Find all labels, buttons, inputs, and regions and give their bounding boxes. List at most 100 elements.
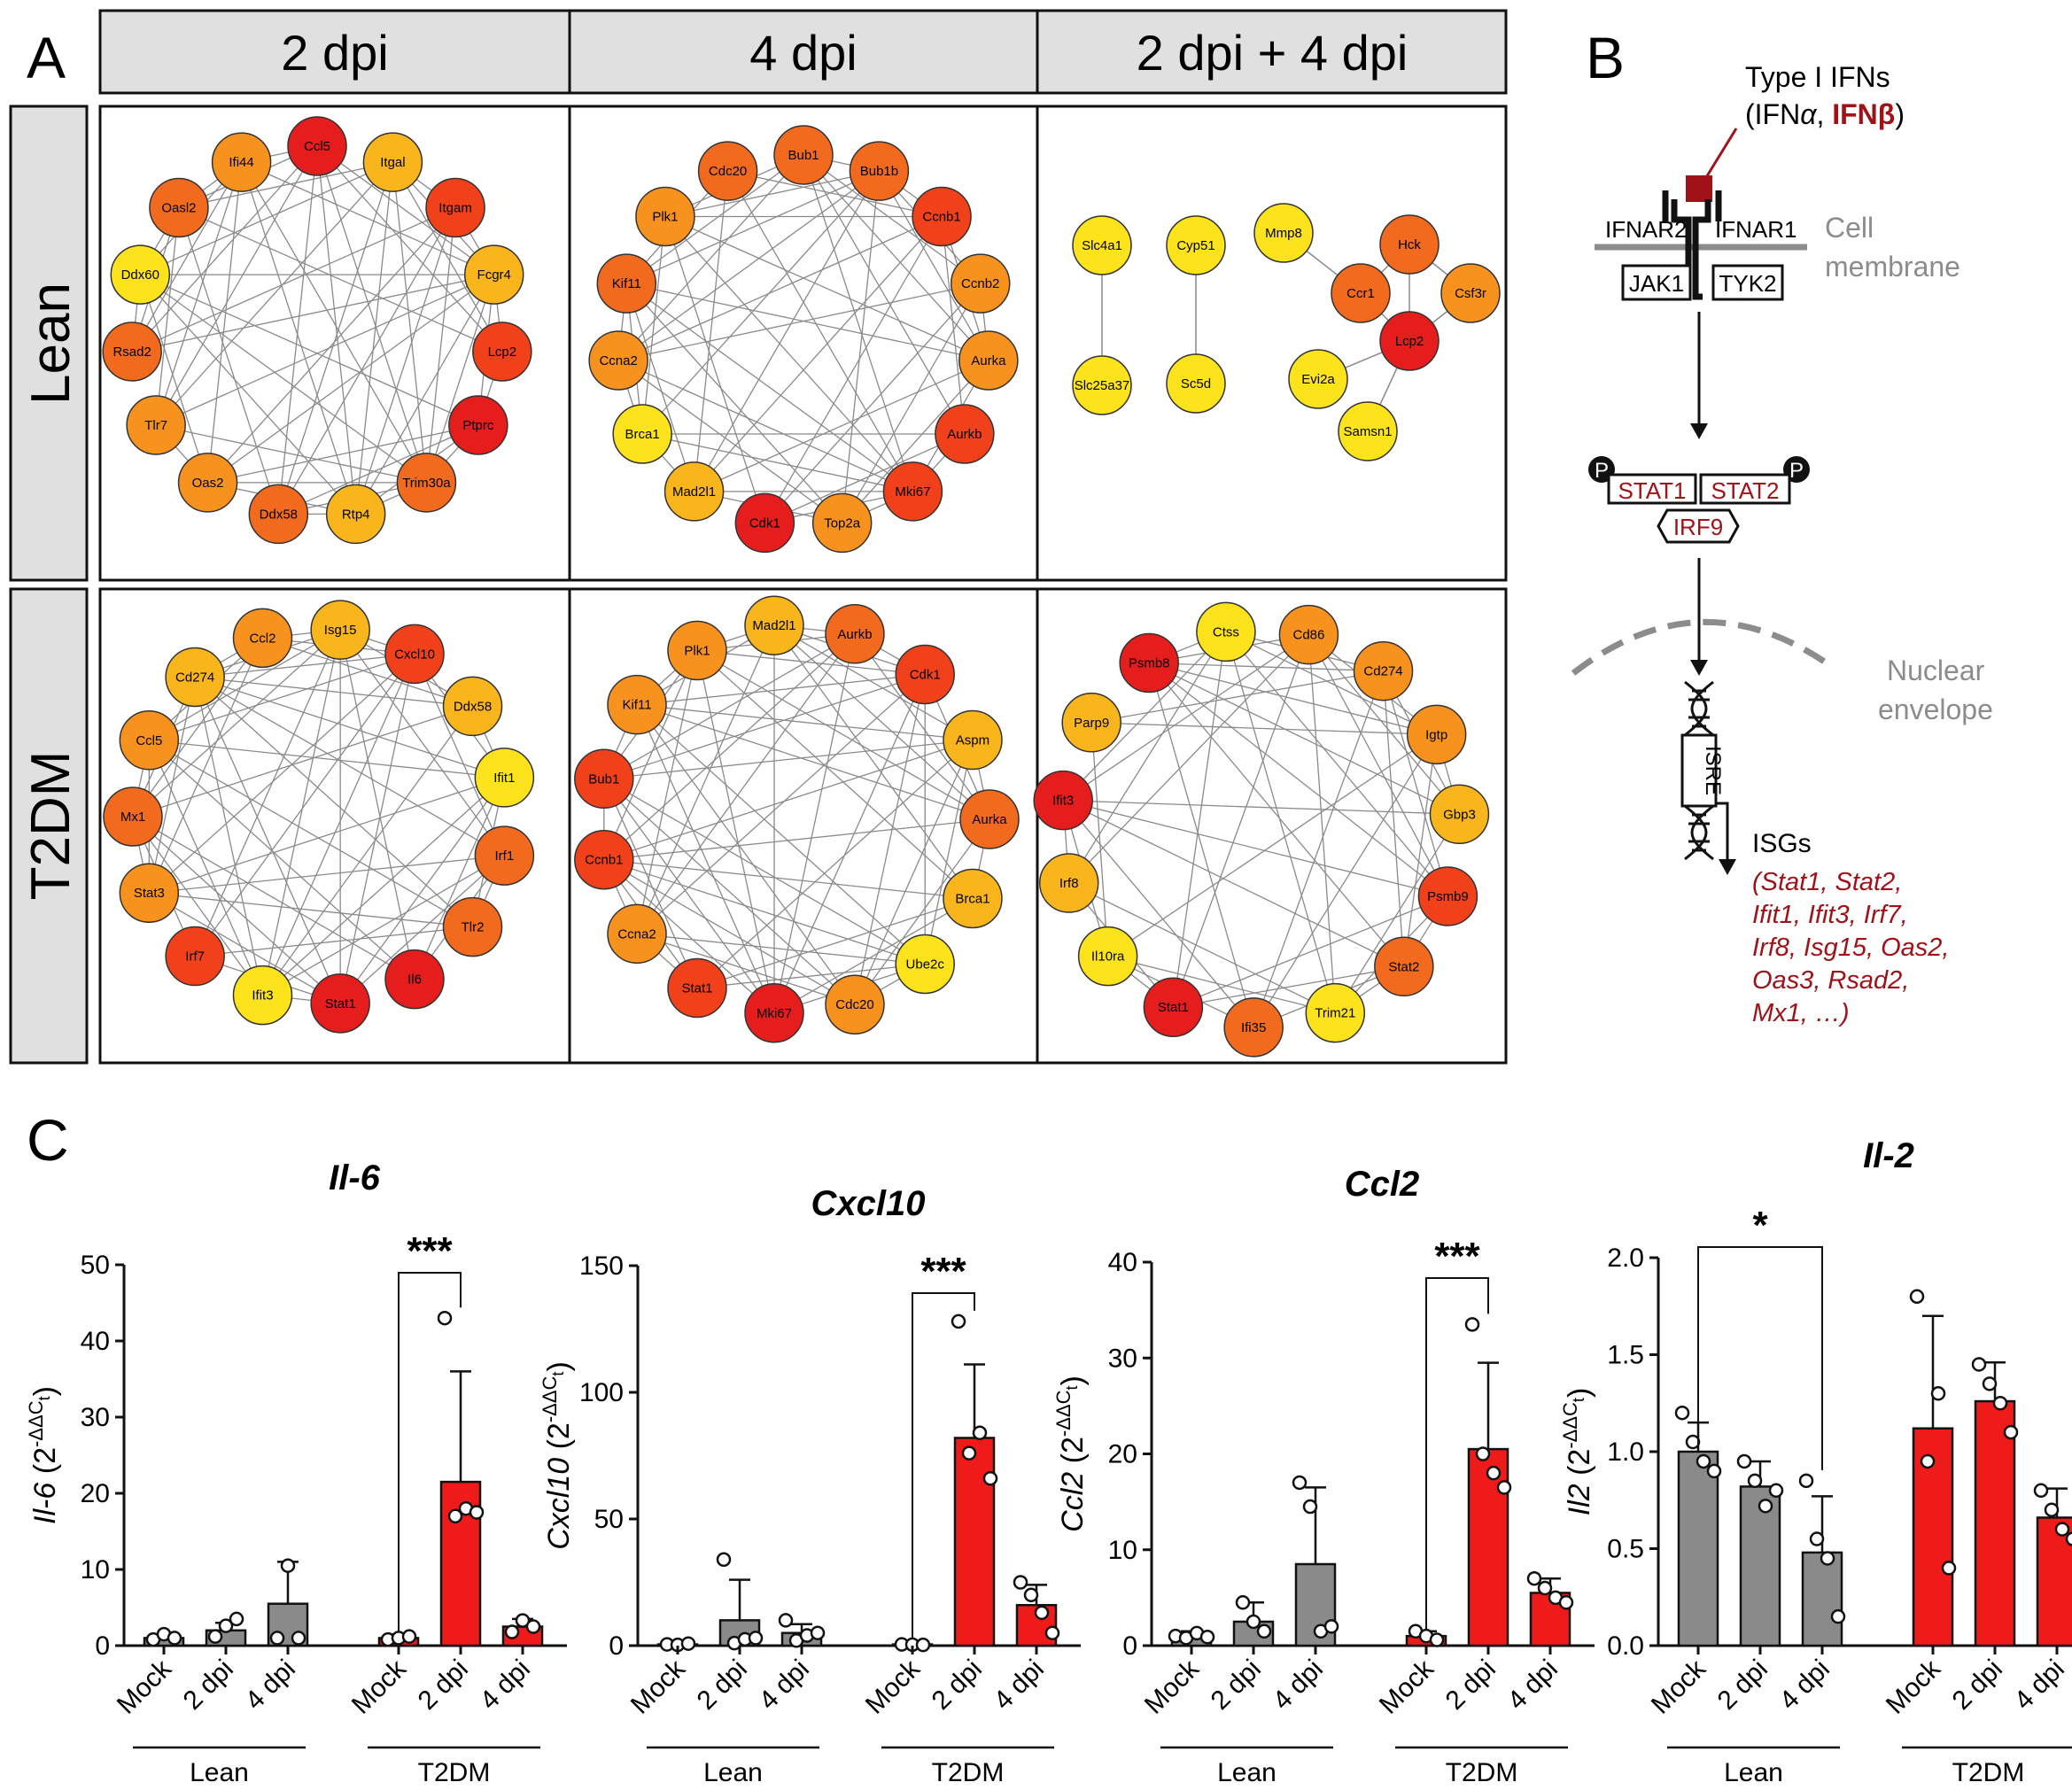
gene-node-label: Ddx58: [260, 507, 298, 522]
network-edge: [132, 705, 473, 818]
network-edge: [696, 649, 990, 820]
y-tick-label: 20: [81, 1479, 110, 1508]
network-edge: [842, 360, 989, 523]
network-edge: [316, 145, 495, 275]
network-edge: [155, 145, 318, 426]
network-edge: [1253, 734, 1438, 1028]
gene-node-circle: [119, 863, 180, 923]
gene-node-label: Ifit3: [1052, 794, 1074, 809]
gene-node: Ube2c: [895, 934, 955, 995]
network-edge: [355, 207, 456, 515]
gene-node-circle: [110, 244, 171, 305]
network-edge: [878, 170, 989, 361]
network-edge: [178, 206, 503, 353]
gene-node: Ptprc: [448, 395, 508, 455]
data-point: [1464, 1317, 1480, 1332]
nuclear-envelope: [1571, 618, 1830, 676]
gene-node: Ifit3: [232, 965, 293, 1026]
group-label: Lean: [190, 1758, 249, 1787]
network-edge: [625, 283, 843, 523]
row-header-lean: Lean: [20, 283, 81, 405]
gene-node-circle: [596, 253, 657, 314]
significance-bracket: [912, 1292, 975, 1638]
gene-node: Oasl2: [149, 177, 209, 238]
gene-node-circle: [1253, 203, 1314, 263]
network-edge: [355, 274, 495, 515]
gene-node-label: Itgam: [438, 200, 472, 215]
gene-node: Mad2l1: [744, 595, 804, 655]
gene-node-label: Kif11: [622, 698, 651, 713]
column-header-bar: [98, 9, 1508, 95]
receptor-ifnar1: IFNAR1: [1715, 216, 1797, 243]
data-point: [1537, 1580, 1553, 1596]
network-edge: [1225, 631, 1437, 735]
gene-node-label: Mad2l1: [672, 484, 716, 500]
gene-node: Bub1: [773, 125, 834, 185]
network-edge: [178, 207, 279, 515]
gene-node-label: Il10ra: [1091, 949, 1125, 965]
gene-node: Irf1: [474, 825, 535, 886]
network-edge: [603, 633, 856, 779]
y-tick-label: 1.0: [1607, 1437, 1644, 1467]
isg-line: (Stat1, Stat2,: [1752, 868, 1902, 896]
gene-node: Sc5d: [1166, 353, 1226, 414]
x-tick-label: Mock: [1646, 1654, 1712, 1720]
gene-node-label: Ccr1: [1346, 286, 1375, 301]
gene-node-label: Stat1: [681, 981, 712, 996]
network-edge: [339, 777, 505, 1004]
network-edge: [355, 162, 394, 515]
isg-line: Oas3, Rsad2,: [1752, 966, 1909, 995]
gene-node-circle: [103, 787, 163, 847]
y-tick-label: 20: [1108, 1440, 1137, 1469]
network-edge: [617, 170, 880, 361]
group-label: Lean: [1217, 1758, 1277, 1787]
network-edge: [131, 206, 456, 353]
nuclear-label-2: envelope: [1878, 694, 1993, 725]
data-point: [1292, 1475, 1308, 1491]
y-axis-gene: Cxcl10: [542, 1458, 576, 1550]
network-edge: [207, 424, 479, 484]
data-point: [951, 1313, 966, 1329]
x-tick-label: 2 dpi: [178, 1654, 239, 1716]
gene-node-label: Aurkb: [837, 627, 872, 642]
y-tick-label: 30: [81, 1403, 110, 1432]
network-edge: [155, 161, 393, 426]
data-point: [1758, 1499, 1773, 1514]
gene-node-label: Ube2c: [906, 957, 945, 972]
data-point: [1256, 1623, 1272, 1639]
network-edge: [603, 859, 926, 965]
gene-node: Mki67: [744, 983, 804, 1043]
gene-node-label: Mx1: [120, 810, 145, 825]
network-edge: [139, 274, 209, 484]
gene-node-circle: [734, 492, 795, 554]
network-edge: [1062, 631, 1227, 802]
network-edge: [664, 216, 765, 523]
gene-node: Parp9: [1061, 693, 1121, 753]
network-edge: [316, 145, 503, 353]
y-axis-gene: Il2: [1563, 1484, 1596, 1515]
chart-title: Cxcl10: [811, 1184, 926, 1223]
gene-node-circle: [667, 957, 727, 1019]
gene-node: Isg15: [310, 600, 370, 660]
gene-node-label: Ccl5: [136, 733, 162, 748]
gene-node-label: Ccl5: [304, 139, 330, 154]
network-edge: [1225, 632, 1448, 897]
network-edge: [664, 215, 989, 361]
network-edge: [603, 673, 926, 779]
y-axis-close: ): [542, 1361, 576, 1371]
network-edge: [1062, 800, 1254, 1028]
ligand-open: (IFN: [1745, 98, 1800, 130]
data-point: [525, 1619, 541, 1634]
network-edge: [149, 892, 473, 928]
gene-node-label: Irf7: [185, 949, 205, 965]
gene-node-circle: [935, 404, 995, 464]
gene-node-label: Cdc20: [709, 164, 747, 179]
network-edge: [240, 161, 357, 515]
data-point: [1747, 1473, 1763, 1489]
x-tick-label: 4 dpi: [1268, 1654, 1329, 1716]
gene-node-circle: [1440, 263, 1501, 323]
